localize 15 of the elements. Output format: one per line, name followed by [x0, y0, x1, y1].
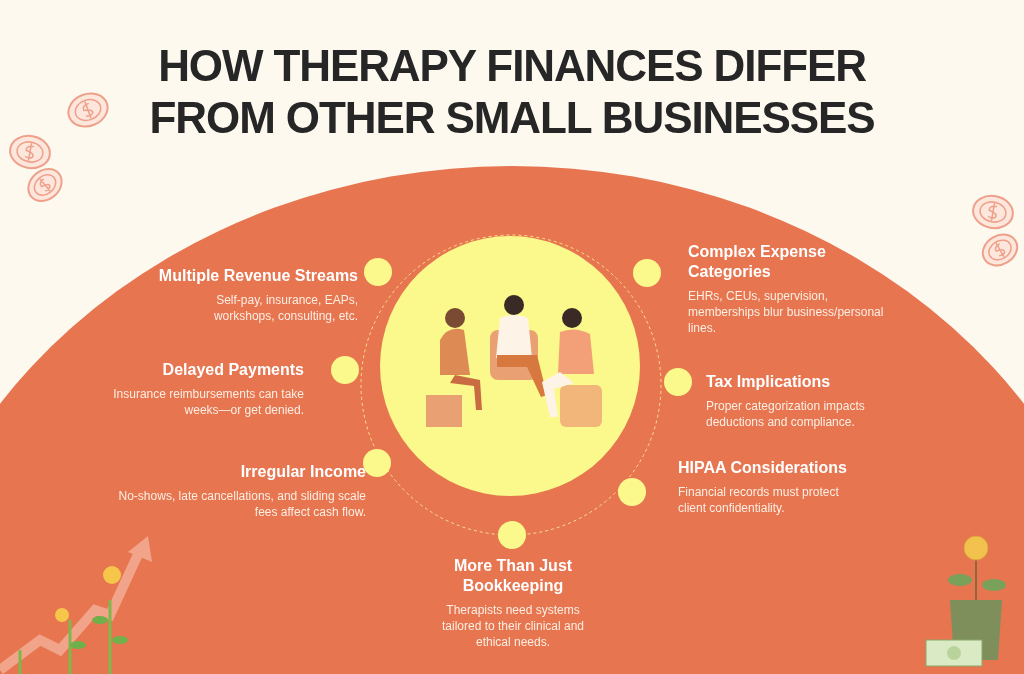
item-description: Therapists need systems tailored to their clinical and ethical needs. [440, 602, 586, 650]
item-heading: Delayed Payments [161, 360, 304, 380]
item-description: EHRs, CEUs, supervision, memberships blur business/personal lines. [688, 288, 885, 336]
item-description: Insurance reimbursements can take weeks—or get denied. [112, 386, 304, 418]
item-description: No-shows, late cancellations, and sliding scale fees affect cash flow. [117, 488, 366, 520]
item-heading: More Than Just Bookkeeping [452, 556, 574, 596]
item-description: Self-pay, insurance, EAPs, workshops, consulting, etc. [212, 292, 358, 324]
item-heading: Complex Expense Categories [688, 242, 827, 282]
item-description: Financial records must protect client confidentiality. [678, 484, 840, 516]
item-description: Proper categorization impacts deductions and compliance. [706, 398, 866, 430]
item-heading: Tax Implications [706, 372, 832, 392]
item-heading: Irregular Income [239, 462, 366, 482]
title: HOW THERAPY FINANCES DIFFER FROM OTHER SMALL BUSINESSES [148, 40, 876, 144]
item-heading: HIPAA Considerations [678, 458, 848, 478]
item-heading: Multiple Revenue Streams [157, 266, 358, 286]
